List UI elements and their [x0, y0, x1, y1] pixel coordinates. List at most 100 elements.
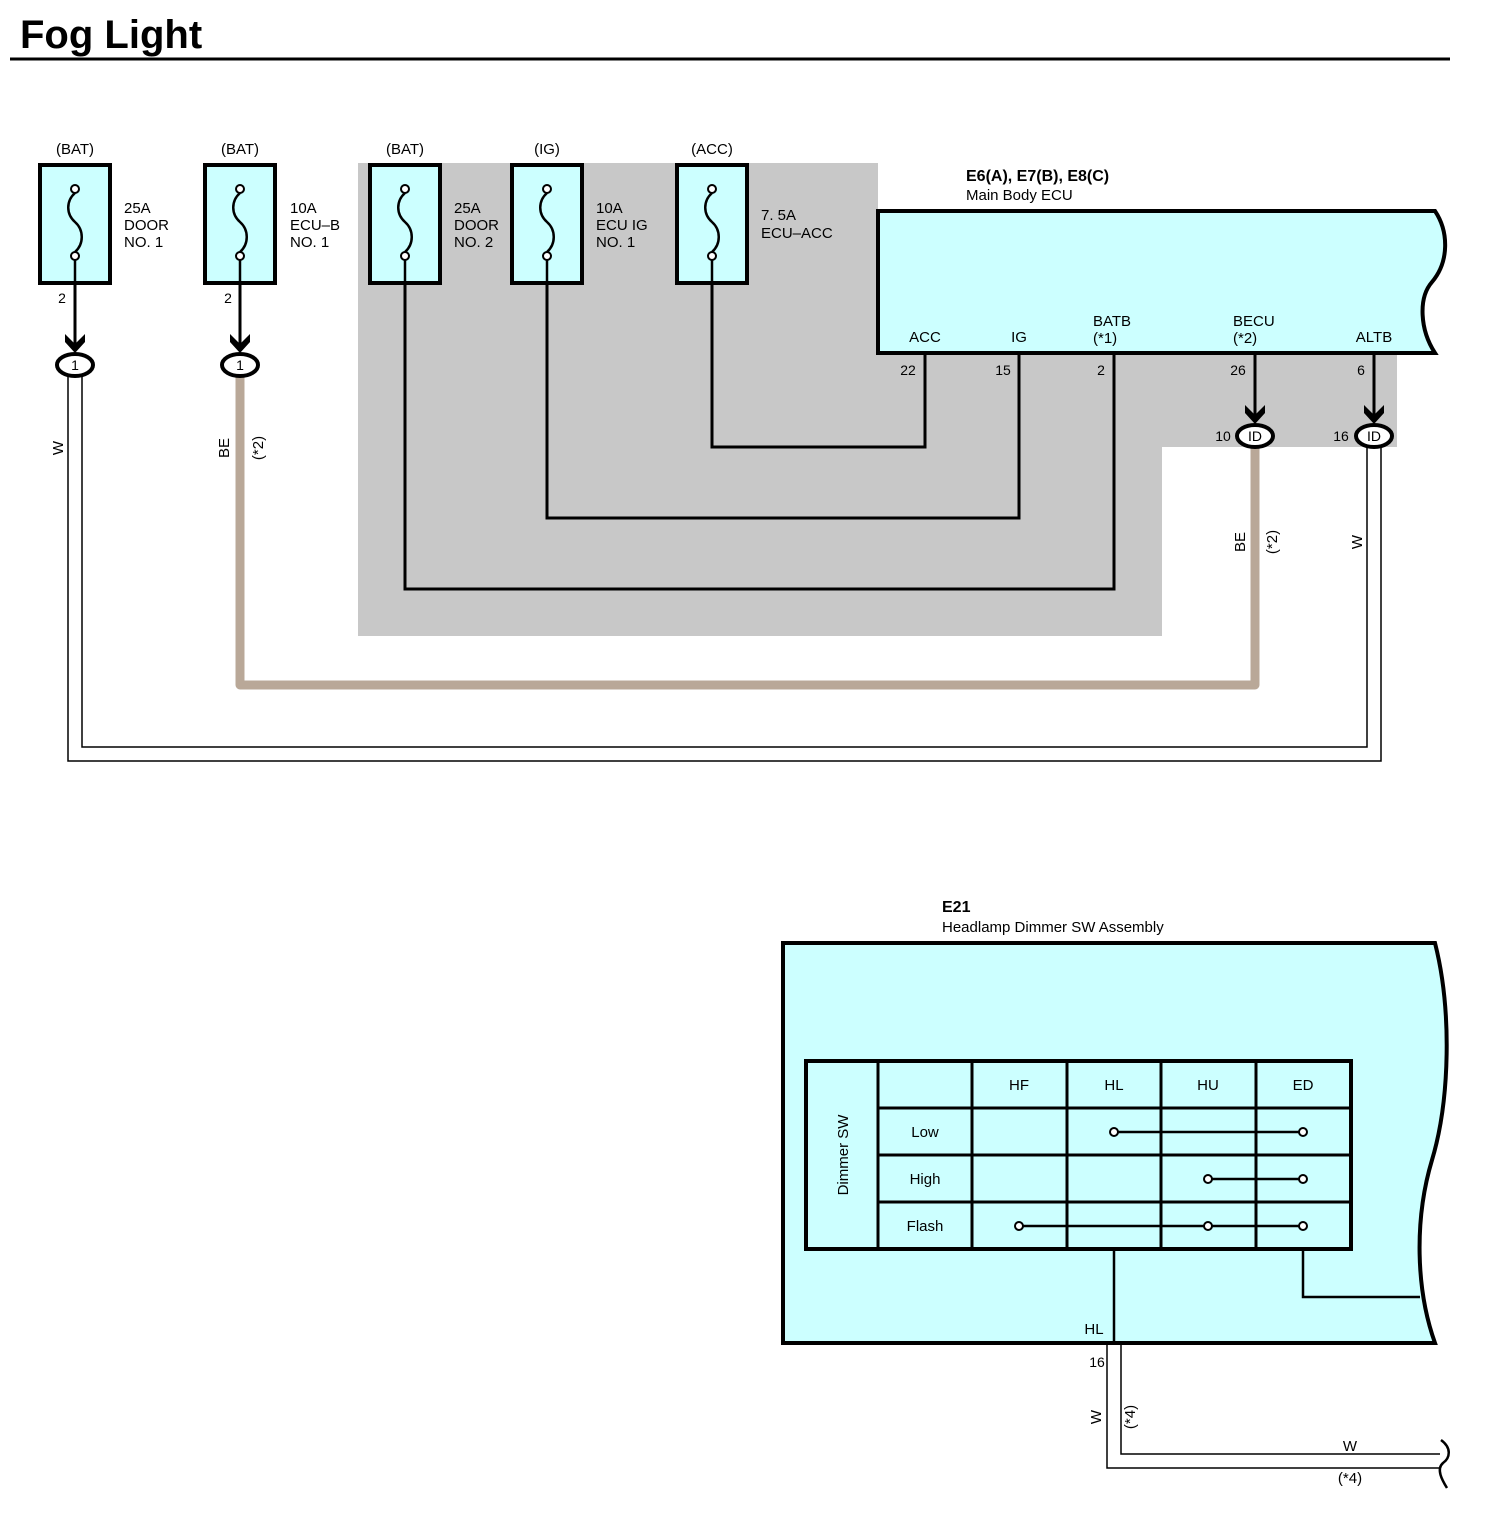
wire-color-label: W	[1349, 534, 1366, 549]
fuse-element-icon	[232, 192, 248, 253]
ecu-terminal-batb: BATB	[1093, 313, 1131, 330]
fuse-name: ECU IG	[596, 217, 648, 234]
dimmer-switch-table: Dimmer SW HF HL HU ED Low High Flash	[804, 1059, 1353, 1251]
fuse-pin-number: 2	[58, 290, 66, 306]
wire-white-inner	[81, 375, 1368, 748]
fuse-number: NO. 1	[124, 234, 163, 251]
dimmer-terminal-hl: HL	[1084, 1321, 1103, 1338]
connector-label: 1	[236, 357, 244, 373]
fuse-name: DOOR	[124, 217, 169, 234]
fuse-number: NO. 1	[290, 234, 329, 251]
dimmer-box	[781, 941, 1449, 1345]
contact-point-flash	[1014, 1221, 1024, 1231]
fuse-name: ECU–ACC	[761, 225, 833, 242]
wire-note-label: (*4)	[1122, 1405, 1139, 1429]
fuse-terminal-bottom	[70, 251, 80, 261]
wire-break-icon	[1438, 1438, 1450, 1489]
fuse-source-label: (BAT)	[56, 141, 94, 158]
junction-pin-number: 10	[1215, 428, 1231, 444]
page-title: Fog Light	[20, 13, 202, 57]
fuse-element-icon	[67, 192, 83, 253]
wire-color-label: W	[1343, 1438, 1358, 1455]
wire-color-label: W	[1088, 1409, 1105, 1424]
headlamp-dimmer-sw-assembly: E21 Headlamp Dimmer SW Assembly Dimmer S…	[781, 899, 1449, 1345]
fuse-terminal-top	[400, 184, 410, 194]
wire-ed-internal	[1301, 1249, 1420, 1299]
contact-point-low	[1298, 1127, 1308, 1137]
row-label-flash: Flash	[907, 1218, 944, 1235]
ecu-pin-number: 22	[900, 362, 916, 378]
fuse-source-label: (BAT)	[221, 141, 259, 158]
wire-color-label: BE	[216, 438, 233, 458]
fuse-rating: 7. 5A	[761, 207, 796, 224]
fuse-rating: 10A	[290, 200, 317, 217]
wire-color-label: BE	[1232, 532, 1249, 552]
fuse-terminal-top	[542, 184, 552, 194]
connector-label: 1	[71, 357, 79, 373]
junction-connector-label: ID	[1248, 428, 1262, 444]
fuse-rating: 25A	[454, 200, 481, 217]
fuse-element-icon	[397, 192, 413, 253]
table-title: Dimmer SW	[835, 1114, 852, 1196]
wire-ecu-ig	[545, 283, 1021, 520]
fuse-terminal-bottom	[235, 251, 245, 261]
fuse-element-icon	[539, 192, 555, 253]
column-header-hu: HU	[1197, 1077, 1219, 1094]
contact-point-high	[1298, 1174, 1308, 1184]
ecu-pin-number: 15	[995, 362, 1011, 378]
fuse-terminal-bottom	[542, 251, 552, 261]
wire-note-label: (*4)	[1338, 1470, 1362, 1487]
arrow-down-icon	[65, 334, 85, 353]
fuse-door-no2: (BAT) 25A DOOR NO. 2	[368, 141, 499, 285]
fuse-number: NO. 1	[596, 234, 635, 251]
fuse-terminal-bottom	[707, 251, 717, 261]
fuse-number: NO. 2	[454, 234, 493, 251]
ecu-pin-number: 2	[1097, 362, 1105, 378]
dimmer-pin-number: 16	[1089, 1354, 1105, 1370]
fuse-source-label: (ACC)	[691, 141, 733, 158]
ecu-name: Main Body ECU	[966, 187, 1073, 204]
ecu-terminal-becu: BECU	[1233, 313, 1275, 330]
wire-ecu-acc	[710, 283, 927, 449]
wire-color-label: W	[50, 440, 67, 455]
fuse-element-icon	[704, 192, 720, 253]
wire-note-label: (*2)	[1264, 530, 1281, 554]
fuse-ecu-acc: (ACC) 7. 5A ECU–ACC	[675, 141, 833, 285]
arrow-down-icon	[1245, 405, 1265, 424]
column-header-ed: ED	[1293, 1077, 1314, 1094]
fuse-terminal-bottom	[400, 251, 410, 261]
main-body-ecu: E6(A), E7(B), E8(C) Main Body ECU ACC IG…	[876, 168, 1448, 449]
contact-point-low	[1109, 1127, 1119, 1137]
junction-connector-id-16	[1354, 423, 1394, 449]
fuse-terminal-top	[707, 184, 717, 194]
ecu-terminal-altb: ALTB	[1356, 329, 1392, 346]
contact-point-flash	[1298, 1221, 1308, 1231]
wire-note-label: (*2)	[250, 436, 267, 460]
column-header-hl: HL	[1104, 1077, 1123, 1094]
column-header-hf: HF	[1009, 1077, 1029, 1094]
wire-white-outer	[1106, 1343, 1440, 1469]
fuse-ecu-ig-no1: (IG) 10A ECU IG NO. 1	[510, 141, 648, 285]
dimmer-name: Headlamp Dimmer SW Assembly	[942, 919, 1164, 936]
contact-point-high	[1203, 1174, 1213, 1184]
wire-white-inner	[1120, 1343, 1440, 1455]
ecu-connector-code: E6(A), E7(B), E8(C)	[966, 168, 1109, 185]
junction-pin-number: 16	[1333, 428, 1349, 444]
connector-1	[220, 352, 260, 378]
ecu-terminal-acc: ACC	[909, 329, 941, 346]
ecu-terminal-becu-note: (*2)	[1233, 330, 1257, 347]
fuse-rating: 25A	[124, 200, 151, 217]
arrow-down-icon	[230, 334, 250, 353]
switch-contacts	[1014, 1127, 1308, 1231]
wire-beige	[235, 371, 1260, 690]
row-label-high: High	[910, 1171, 941, 1188]
fuse-ecu-b-no1: (BAT) 10A ECU–B NO. 1 2 1	[203, 141, 340, 378]
arrow-down-icon	[1364, 405, 1384, 424]
junction-connector-id-10	[1235, 423, 1275, 449]
ecu-terminal-batb-note: (*1)	[1093, 330, 1117, 347]
ecu-pin-number: 6	[1357, 362, 1365, 378]
fuse-rating: 10A	[596, 200, 623, 217]
junction-connector-label: ID	[1367, 428, 1381, 444]
contact-point-flash	[1203, 1221, 1213, 1231]
